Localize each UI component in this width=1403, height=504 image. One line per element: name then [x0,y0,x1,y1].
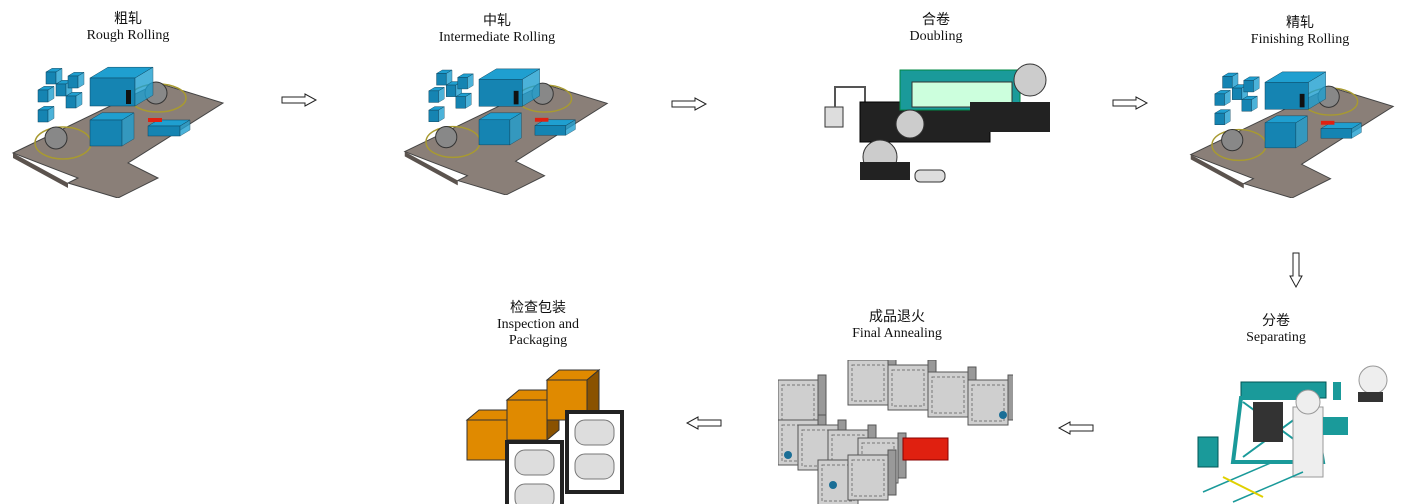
label-en: Finishing Rolling [1250,32,1350,47]
doubling-machine-illustration [824,63,1050,183]
label-zh: 分卷 [1262,314,1290,329]
label-zh: 精轧 [1285,16,1314,31]
stage-label-intermediate-rolling: 中轧 Intermediate Rolling [439,14,555,46]
stage-label-separating: 分卷 Separating [1246,314,1306,346]
arrow-right-icon [281,93,318,107]
stage-label-inspection-packaging: 检查包装 Inspection and Packaging [497,301,579,349]
separating-machine-illustration [1197,365,1388,503]
label-en: Doubling [909,29,963,44]
label-en: Final Annealing [852,326,942,341]
label-zh: 粗轧 [113,12,142,27]
packaging-crates-illustration [465,368,624,504]
annealing-furnace-illustration [778,360,1013,504]
arrow-right-icon [1112,96,1149,110]
label-en: Packaging [508,333,568,348]
label-en: Rough Rolling [86,28,170,43]
label-en: Intermediate Rolling [438,30,556,45]
stage-label-rough-rolling: 粗轧 Rough Rolling [87,12,170,44]
arrow-left-icon [685,416,722,430]
arrow-left-icon [1057,421,1094,435]
label-zh: 中轧 [483,14,511,29]
label-en: Separating [1246,330,1306,345]
intermediate-rolling-mill-illustration [403,68,609,195]
label-zh: 合卷 [921,13,950,28]
finishing-rolling-mill-illustration [1189,71,1395,198]
label-en: Inspection and [496,317,580,332]
label-zh: 检查包装 [510,301,566,316]
stage-label-finishing-rolling: 精轧 Finishing Rolling [1251,16,1349,48]
rough-rolling-mill-illustration [11,66,225,198]
label-zh: 成品退火 [868,310,925,325]
arrow-down-icon [1289,252,1303,289]
stage-label-doubling: 合卷 Doubling [910,13,963,45]
stage-label-final-annealing: 成品退火 Final Annealing [852,310,942,342]
arrow-right-icon [671,97,708,111]
